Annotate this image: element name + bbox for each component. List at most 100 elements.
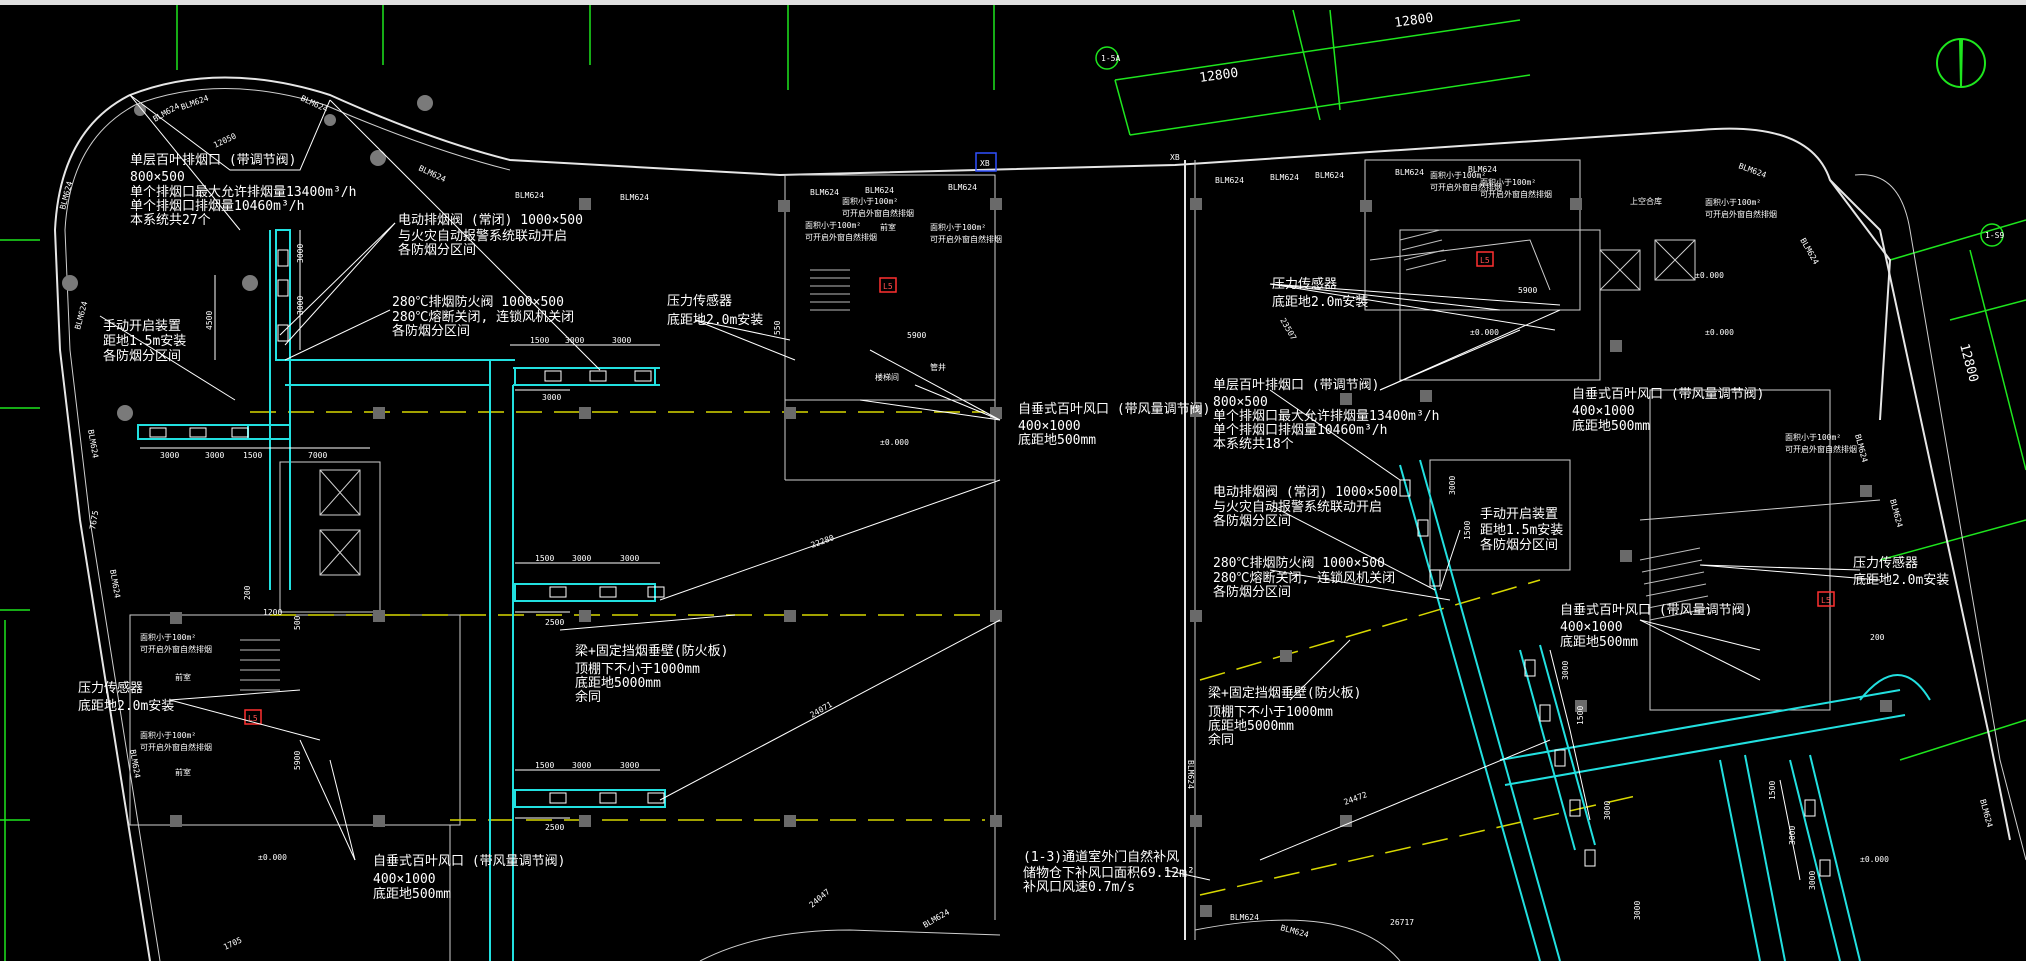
svg-text:压力传感器: 压力传感器 (78, 680, 143, 696)
svg-text:±0.000: ±0.000 (1695, 271, 1724, 280)
svg-text:BLM624: BLM624 (1737, 161, 1767, 179)
note-auto-right-top: 自垂式百叶风口 (带风量调节阀) 400×1000 底距地500mm (1572, 387, 1764, 434)
svg-text:补风口风速0.7m/s: 补风口风速0.7m/s (1023, 880, 1135, 895)
dim-7000: 7000 (308, 451, 327, 460)
svg-text:280℃排烟防火阀 1000×500: 280℃排烟防火阀 1000×500 (1213, 555, 1385, 571)
exhaust-grilles (149, 249, 1831, 877)
note-door: (1-3)通道室外门自然补风 储物仓下补风口面积69.12m² 补风口风速0.7… (1023, 849, 1195, 895)
grid-label-a: 1-5A (1101, 54, 1120, 63)
dim-right: 12800 (1956, 342, 1981, 384)
svg-text:面积小于100m²: 面积小于100m² (930, 222, 986, 232)
columns (170, 198, 1892, 917)
svg-text:BLM624: BLM624 (108, 569, 122, 599)
svg-text:手动开启装置: 手动开启装置 (103, 319, 181, 334)
svg-text:BLM624: BLM624 (180, 93, 210, 111)
tag-l5-b: L5 (248, 714, 258, 723)
note-fire-left: 280℃排烟防火阀 1000×500 280℃熔断关闭, 连锁风机关闭 各防烟分… (392, 294, 574, 339)
svg-text:梁+固定挡烟垂壁(防火板): 梁+固定挡烟垂壁(防火板) (1208, 685, 1361, 701)
svg-text:800×500: 800×500 (130, 170, 185, 185)
dim-5900-b: 5900 (1518, 286, 1537, 295)
svg-text:可开启外窗自然排烟: 可开启外窗自然排烟 (140, 644, 212, 654)
dim-200: 200 (243, 585, 252, 600)
dim-2500-b: 2500 (545, 618, 564, 627)
svg-text:400×1000: 400×1000 (1018, 419, 1081, 434)
svg-text:400×1000: 400×1000 (1560, 620, 1623, 635)
dim-5900-c: 5900 (293, 751, 302, 770)
xb-label-2: XB (1170, 153, 1180, 162)
note-valve-right: 电动排烟阀 (常闭) 1000×500 与火灾自动报警系统联动开启 各防烟分区间 (1213, 485, 1398, 529)
dim-3000-r1: 3000 (1448, 476, 1457, 495)
grid-label-b: 1-S9 (1985, 231, 2004, 240)
svg-text:底距地500mm: 底距地500mm (373, 886, 451, 902)
dim-top-1: 12800 (1198, 66, 1239, 86)
tag-l5-c: L5 (1480, 256, 1490, 265)
dim-24472: 24472 (1343, 790, 1369, 807)
dim-3000-b1: 3000 (572, 554, 591, 563)
dim-1500-b: 1500 (535, 554, 554, 563)
svg-text:自垂式百叶风口 (带风量调节阀): 自垂式百叶风口 (带风量调节阀) (373, 854, 565, 869)
dim-200-r: 200 (1870, 633, 1885, 642)
dim-2500-c: 2500 (545, 823, 564, 832)
ducts (137, 229, 1931, 961)
svg-text:前室: 前室 (175, 672, 191, 682)
dim-3000-r4: 3000 (1633, 901, 1642, 920)
svg-text:单个排烟口最大允许排烟量13400m³/h: 单个排烟口最大允许排烟量13400m³/h (130, 184, 356, 200)
svg-text:BLM624: BLM624 (515, 191, 544, 200)
svg-text:面积小于100m²: 面积小于100m² (842, 196, 898, 206)
svg-text:BLM624: BLM624 (73, 300, 89, 330)
svg-text:本系统共27个: 本系统共27个 (130, 213, 211, 228)
svg-text:压力传感器: 压力传感器 (1853, 555, 1918, 571)
note-pressure-left: 压力传感器 底距地2.0m安装 (78, 680, 174, 714)
svg-text:BLM624: BLM624 (417, 164, 447, 184)
dim-500: 500 (293, 615, 302, 630)
svg-text:可开启外窗自然排烟: 可开启外窗自然排烟 (1430, 182, 1502, 192)
dim-1705: 1705 (222, 935, 243, 951)
svg-text:BLM624: BLM624 (810, 188, 839, 197)
dim-22280: 22280 (810, 533, 836, 550)
note-manual-left: 手动开启装置 距地1.5m安装 各防烟分区间 (103, 319, 186, 364)
svg-text:可开启外窗自然排烟: 可开启外窗自然排烟 (1705, 209, 1777, 219)
dim-3000-b2: 3000 (620, 554, 639, 563)
planting (62, 95, 433, 421)
svg-text:面积小于100m²: 面积小于100m² (1785, 432, 1841, 442)
louver-labels: BLM624 BLM624 BLM624 BLM624 BLM624 BLM62… (58, 93, 1994, 939)
svg-text:与火灾自动报警系统联动开启: 与火灾自动报警系统联动开启 (398, 228, 567, 244)
svg-text:面积小于100m²: 面积小于100m² (1705, 197, 1761, 207)
note-manual-right: 手动开启装置 距地1.5m安装 各防烟分区间 (1480, 507, 1563, 553)
dim-7675: 7675 (88, 510, 100, 531)
svg-text:可开启外窗自然排烟: 可开启外窗自然排烟 (930, 234, 1002, 244)
svg-text:±0.000: ±0.000 (1860, 855, 1889, 864)
svg-text:单层百叶排烟口 (带调节阀): 单层百叶排烟口 (带调节阀) (1213, 378, 1379, 393)
note-auto-left: 自垂式百叶风口 (带风量调节阀) 400×1000 底距地500mm (373, 854, 565, 902)
svg-text:400×1000: 400×1000 (1572, 404, 1635, 419)
svg-text:BLM624: BLM624 (1888, 498, 1904, 528)
xb-label: XB (980, 159, 990, 168)
dimension-lines (140, 230, 1801, 881)
svg-text:面积小于100m²: 面积小于100m² (140, 632, 196, 642)
svg-text:底距地500mm: 底距地500mm (1560, 634, 1638, 650)
dim-1500-c: 1500 (535, 761, 554, 770)
svg-text:280℃排烟防火阀 1000×500: 280℃排烟防火阀 1000×500 (392, 294, 564, 310)
svg-text:自垂式百叶风口 (带风量调节阀): 自垂式百叶风口 (带风量调节阀) (1018, 402, 1210, 417)
dim-3000-r5: 3000 (1788, 826, 1797, 845)
note-beam-left: 梁+固定挡烟垂壁(防火板) 顶棚下不小于1000mm 底距地5000mm 余同 (575, 643, 728, 705)
svg-text:±0.000: ±0.000 (1705, 328, 1734, 337)
dim-1500-r3: 1500 (1768, 781, 1777, 800)
svg-text:底距地500mm: 底距地500mm (1572, 418, 1650, 434)
svg-text:单层百叶排烟口 (带调节阀): 单层百叶排烟口 (带调节阀) (130, 153, 296, 168)
svg-text:底距地5000mm: 底距地5000mm (1208, 718, 1294, 734)
svg-text:顶棚下不小于1000mm: 顶棚下不小于1000mm (575, 662, 700, 677)
svg-text:自垂式百叶风口 (带风量调节阀): 自垂式百叶风口 (带风量调节阀) (1572, 387, 1764, 402)
note-pressure-right-top: 压力传感器 底距地2.0m安装 (1272, 276, 1368, 310)
dim-1500-a: 1500 (530, 336, 549, 345)
dim-3000-c2: 3000 (620, 761, 639, 770)
note-valve-left: 电动排烟阀 (常闭) 1000×500 与火灾自动报警系统联动开启 各防烟分区间 (398, 213, 583, 258)
svg-text:梁+固定挡烟垂壁(防火板): 梁+固定挡烟垂壁(防火板) (575, 643, 728, 659)
xb-box (975, 152, 997, 172)
svg-text:余同: 余同 (1208, 732, 1234, 748)
dim-top-2: 12800 (1393, 11, 1434, 31)
svg-text:前室: 前室 (880, 222, 896, 232)
dim-3000-r3: 3000 (1603, 801, 1612, 820)
